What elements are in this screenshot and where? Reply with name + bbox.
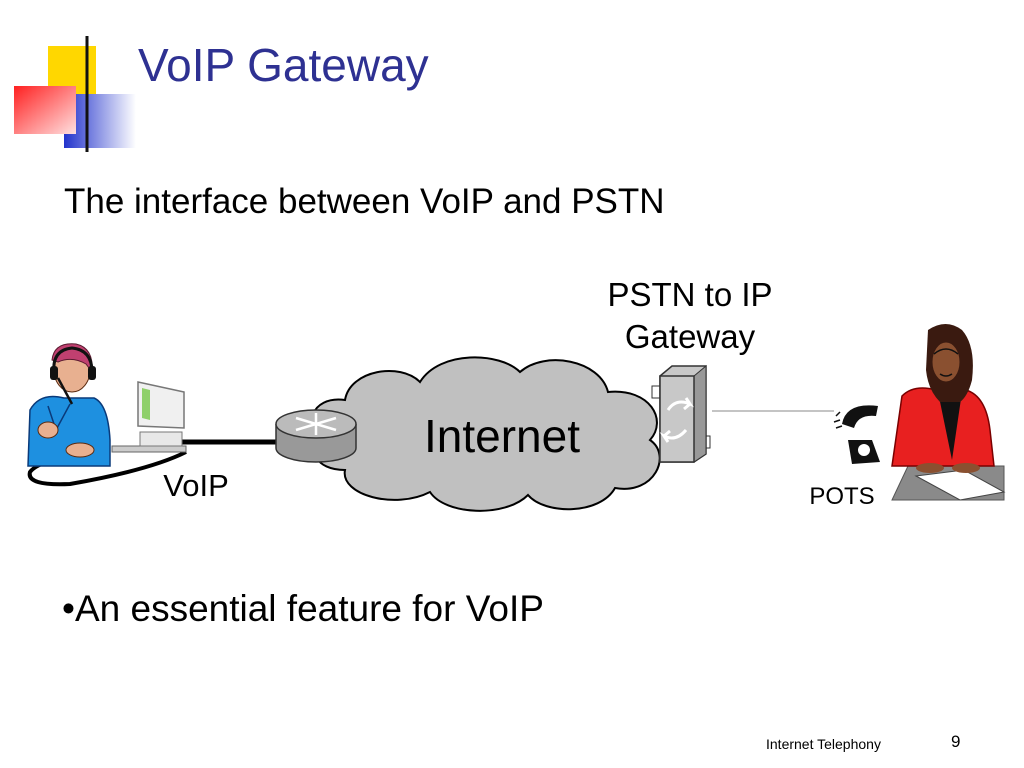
telephone-icon — [833, 405, 880, 464]
receptionist-icon — [891, 324, 1006, 501]
footer-text: Internet Telephony — [766, 736, 881, 752]
computer-icon — [111, 381, 187, 453]
voip-label: VoIP — [163, 468, 229, 503]
slide-subtitle: The interface between VoIP and PSTN — [64, 182, 665, 221]
title-decoration — [14, 36, 1000, 152]
cloud-label: Internet — [424, 410, 580, 462]
page-number: 9 — [951, 732, 961, 751]
slide-title: VoIP Gateway — [138, 39, 429, 91]
gateway-label-line1: PSTN to IP — [607, 276, 772, 313]
internet-cloud-icon — [311, 356, 661, 512]
pots-label: POTS — [809, 483, 874, 510]
gateway-device-icon — [651, 364, 711, 463]
gateway-label-line2: Gateway — [625, 318, 756, 355]
bullet-point: •An essential feature for VoIP — [62, 588, 544, 629]
voip-diagram: Internet PSTN to IP Gateway — [27, 276, 1006, 512]
headset-user-icon — [27, 343, 111, 467]
router-icon — [275, 409, 357, 463]
